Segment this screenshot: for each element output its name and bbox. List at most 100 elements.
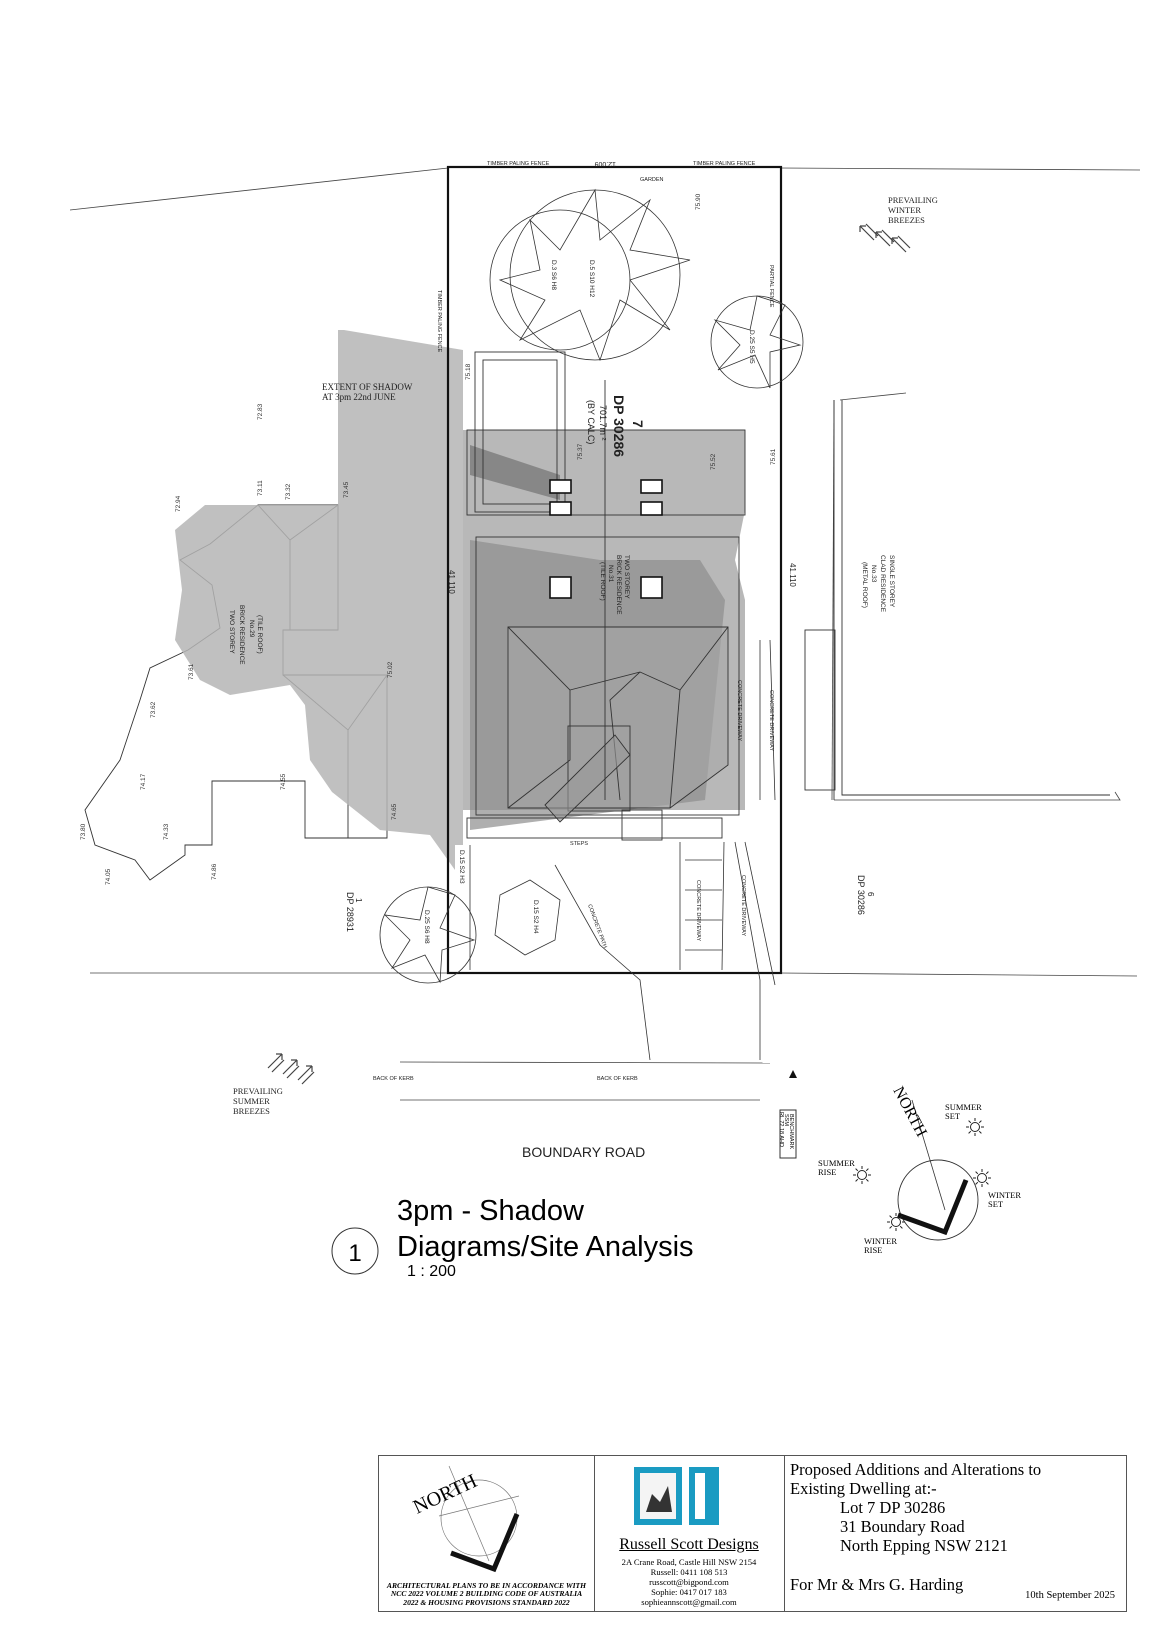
driveway-label: CONCRETE DRIVEWAY — [768, 690, 774, 751]
subject-house — [466, 351, 746, 841]
lot-area: 701.7m ² — [598, 405, 608, 441]
project-lot: Lot 7 DP 30286 — [840, 1498, 946, 1517]
winter-rise-line1: WINTER — [864, 1236, 897, 1246]
view-number: 1 — [348, 1240, 361, 1267]
level-label: 73.32 — [285, 483, 292, 500]
right-residence-line3: No.33 — [870, 565, 877, 583]
level-label: 75.18 — [465, 363, 472, 380]
rear-boundary-dimension: 12.009 — [594, 160, 616, 167]
winter-breezes-line3: BREEZES — [888, 215, 925, 225]
street-name: BOUNDARY ROAD — [522, 1144, 645, 1160]
level-label: 75.02 — [387, 661, 394, 678]
dp-left-number: DP 28931 — [345, 892, 355, 932]
lot-dp: DP 30286 — [611, 395, 627, 457]
firm-contact: 2A Crane Road, Castle Hill NSW 2154 Russ… — [594, 1557, 784, 1607]
summer-breezes-arrows — [267, 1053, 315, 1085]
summer-breezes-line3: BREEZES — [233, 1106, 270, 1116]
subject-residence-line4: (TILE ROOF) — [599, 562, 606, 601]
summer-breezes-line2: SUMMER — [233, 1096, 270, 1106]
code-compliance-note: ARCHITECTURAL PLANS TO BE IN ACCORDANCE … — [383, 1580, 590, 1607]
lot-number: 7 — [630, 420, 646, 428]
lot-area-method: (BY CALC) — [586, 400, 596, 444]
project-line1: Proposed Additions and Alterations to — [790, 1460, 1042, 1479]
right-fence-label: PARTIAL FENCE — [768, 265, 774, 308]
view-title-line2: Diagrams/Site Analysis — [397, 1231, 694, 1263]
dp-right-lot: 6 — [866, 892, 875, 897]
driveways — [469, 639, 776, 1061]
benchmark-level: RL 72.18 AHD — [778, 1112, 784, 1147]
level-label: 74.33 — [163, 823, 170, 840]
right-residence-line2: CLAD RESIDENCE — [879, 555, 886, 613]
rear-fence-label-2: TIMBER PALING FENCE — [693, 161, 756, 167]
level-label: 72.83 — [257, 403, 264, 420]
summer-rise-line1: SUMMER — [818, 1158, 855, 1168]
winter-breezes-arrows — [859, 223, 911, 253]
left-residence-line1: TWO STOREY — [228, 610, 235, 654]
level-label: 74.17 — [140, 773, 147, 790]
benchmark: BENCHMARK SSM RL 72.18 AHD — [778, 1070, 797, 1159]
trees — [379, 188, 804, 984]
tree-label: D.25 S6 H8 — [423, 910, 430, 944]
dp-right-number: DP 30286 — [856, 875, 866, 915]
view-title-line1: 3pm - Shadow — [397, 1195, 585, 1227]
summer-set-line2: SET — [945, 1111, 961, 1121]
winter-rise-line2: RISE — [864, 1245, 882, 1255]
level-label: 74.65 — [391, 803, 398, 820]
sun-path-diagram: NORTH SUMMER SET SUMMER RISE WINTER SET … — [818, 1084, 1021, 1255]
sun-north-label: NORTH — [889, 1084, 930, 1140]
dp-left-lot: 1 — [354, 898, 363, 903]
tree-label: D.15 S2 H4 — [532, 900, 539, 934]
neighbour-house-right — [804, 400, 1110, 800]
level-label: 73.62 — [150, 701, 157, 718]
note-line2: NCC 2022 VOLUME 2 BUILDING CODE OF AUSTR… — [390, 1589, 583, 1599]
left-side-dimension: 41.110 — [447, 570, 456, 594]
tree-label: D.15 S2 H3 — [458, 850, 465, 884]
driveway-label: CONCRETE DRIVEWAY — [695, 880, 701, 941]
back-of-kerb-label-2: BACK OF KERB — [597, 1076, 638, 1082]
rear-fence-label: TIMBER PALING FENCE — [487, 161, 550, 167]
firm-phone-russell: Russell: 0411 108 513 — [650, 1567, 728, 1577]
level-label: 75.61 — [770, 448, 777, 465]
firm-email-russell: russcott@bigpond.com — [649, 1577, 729, 1587]
project-line2: Existing Dwelling at:- — [790, 1479, 937, 1498]
note-line3: 2022 & HOUSING PROVISIONS STANDARD 2022 — [403, 1597, 570, 1607]
subject-residence-line1: TWO STOREY — [623, 555, 630, 599]
title-block-north-cell: NORTH ARCHITECTURAL PLANS TO BE IN ACCOR… — [379, 1456, 595, 1611]
project-suburb: North Epping NSW 2121 — [840, 1536, 1008, 1555]
summer-set-line1: SUMMER — [945, 1102, 982, 1112]
summer-rise-line2: RISE — [818, 1167, 836, 1177]
level-label: 73.80 — [80, 823, 87, 840]
skylights — [549, 479, 663, 599]
back-of-kerb-label: BACK OF KERB — [373, 1076, 414, 1082]
winter-set-line2: SET — [988, 1199, 1004, 1209]
firm-address: 2A Crane Road, Castle Hill NSW 2154 — [621, 1557, 757, 1567]
title-block: NORTH ARCHITECTURAL PLANS TO BE IN ACCOR… — [378, 1455, 1127, 1612]
view-title: 1 3pm - Shadow Diagrams/Site Analysis 1 … — [331, 1195, 694, 1280]
level-label: 74.86 — [211, 863, 218, 880]
level-label: 75.37 — [577, 443, 584, 460]
shadow-label-line1: EXTENT OF SHADOW — [322, 382, 413, 392]
level-label: 73.11 — [257, 480, 264, 496]
plan-labels: TIMBER PALING FENCE TIMBER PALING FENCE … — [228, 160, 938, 1160]
firm-email-sophie: sophieannscott@gmail.com — [641, 1597, 737, 1607]
subject-residence-line2: BRICK RESIDENCE — [615, 555, 622, 615]
survey-levels: 72.83 72.94 73.11 73.32 73.45 73.61 73.6… — [80, 193, 777, 885]
left-residence-line3: No.29 — [248, 620, 255, 638]
note-line1: ARCHITECTURAL PLANS TO BE IN ACCORDANCE … — [386, 1580, 587, 1590]
driveway-label: CONCRETE DRIVEWAY — [736, 680, 742, 741]
level-label: 75.90 — [695, 193, 702, 210]
north-label: NORTH — [410, 1470, 481, 1519]
right-residence-line1: SINGLE STOREY — [888, 555, 895, 608]
client-name: For Mr & Mrs G. Harding — [790, 1575, 964, 1594]
site-boundary — [446, 165, 783, 975]
level-label: 74.55 — [280, 773, 287, 790]
level-label: 73.45 — [343, 481, 350, 498]
shadow-label-line2: AT 3pm 22nd JUNE — [322, 392, 396, 402]
view-scale: 1 : 200 — [407, 1263, 456, 1280]
project-street: 31 Boundary Road — [840, 1517, 965, 1536]
title-block-project-cell: Proposed Additions and Alterations to Ex… — [784, 1456, 1125, 1611]
winter-breezes-line2: WINTER — [888, 205, 921, 215]
tree-label: D.5 S10 H12 — [588, 260, 595, 298]
subject-residence-line3: No.31 — [607, 565, 614, 583]
